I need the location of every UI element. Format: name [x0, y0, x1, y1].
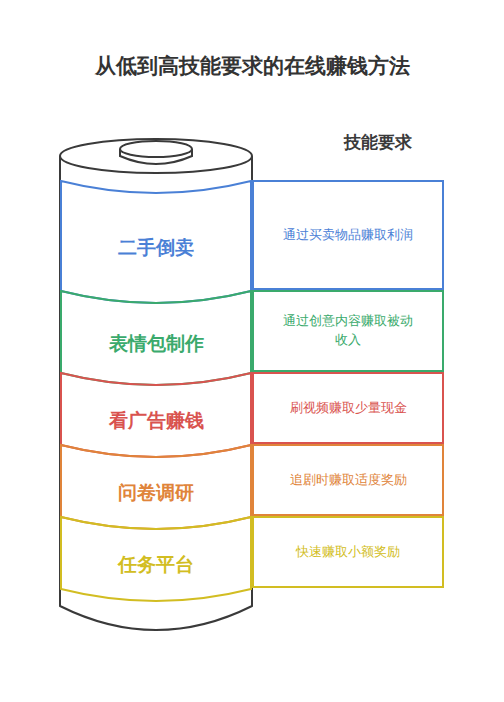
description-box: 通过创意内容赚取被动收入	[252, 290, 444, 372]
description-box: 追剧时赚取适度奖励	[252, 444, 444, 516]
cylinder-top	[60, 139, 252, 173]
description-box: 刷视频赚取少量现金	[252, 372, 444, 444]
cylinder-band: 看广告赚钱	[60, 372, 252, 456]
cylinder-cap	[120, 141, 192, 157]
cylinder-band: 任务平台	[60, 516, 252, 600]
band-shape	[61, 373, 251, 457]
method-description: 追剧时赚取适度奖励	[290, 471, 407, 490]
method-description: 刷视频赚取少量现金	[290, 399, 407, 418]
cylinder-band: 二手倒卖	[60, 180, 252, 302]
band-shape	[61, 445, 251, 529]
method-description: 通过买卖物品赚取利润	[283, 226, 413, 245]
method-name: 任务平台	[118, 553, 194, 576]
method-name: 二手倒卖	[118, 236, 194, 259]
cylinder-body	[60, 156, 252, 630]
band-shape	[61, 291, 251, 385]
band-shape	[61, 181, 251, 303]
description-box: 通过买卖物品赚取利润	[252, 180, 444, 290]
method-name: 问卷调研	[118, 481, 194, 504]
cylinder-band: 问卷调研	[60, 444, 252, 528]
cylinder-band: 表情包制作	[60, 290, 252, 384]
method-name: 看广告赚钱	[109, 409, 204, 432]
diagram-title: 从低到高技能要求的在线赚钱方法	[0, 52, 504, 80]
column-header: 技能要求	[318, 131, 438, 154]
method-name: 表情包制作	[109, 332, 204, 355]
method-description: 快速赚取小额奖励	[296, 543, 400, 562]
description-box: 快速赚取小额奖励	[252, 516, 444, 588]
band-shape	[61, 517, 251, 601]
method-description: 通过创意内容赚取被动收入	[278, 312, 418, 350]
